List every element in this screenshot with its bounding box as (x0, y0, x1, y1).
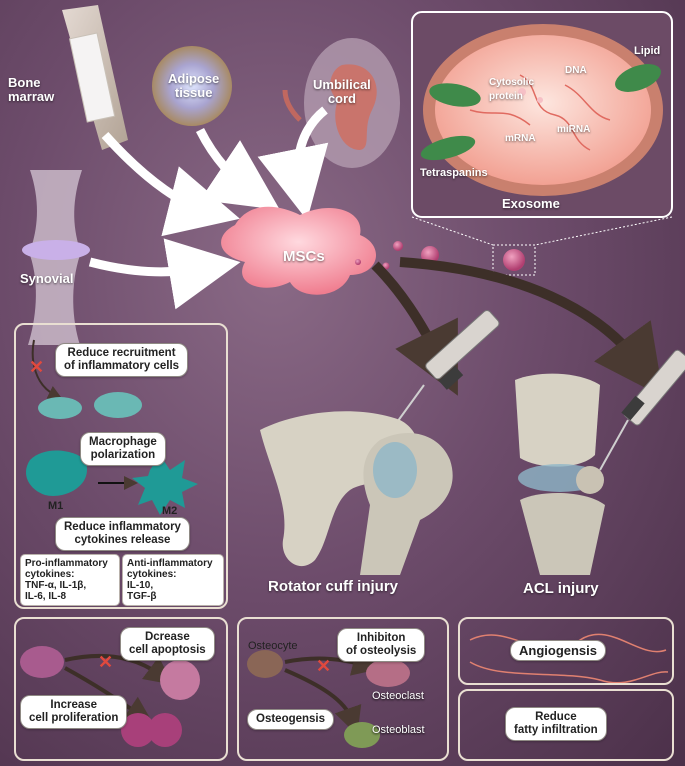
exosome-dot (393, 241, 403, 251)
shoulder-illustration (260, 411, 453, 575)
adipose-label: Adipose tissue (168, 71, 220, 100)
syringe-acl (599, 349, 685, 471)
dna-strand (519, 74, 591, 151)
decrease-apoptosis-pill: Dcrease cell apoptosis (120, 627, 215, 661)
exosome-dot (355, 259, 361, 265)
arrow-adipose-to-msc (195, 127, 280, 210)
block-x-icon: ✕ (29, 357, 44, 377)
cell-body (20, 646, 64, 678)
synovial-label: Synovial (20, 271, 74, 286)
osteogenesis-pill: Osteogensis (247, 709, 335, 730)
m2-macrophage (132, 455, 198, 515)
osteocyte-label: Osteocyte (248, 640, 298, 652)
bone-marrow-illustration (62, 5, 128, 150)
reduce-fatty-infiltration-pill: Reduce fatty infiltration (505, 707, 607, 741)
osteoblast-label: Osteoblast (372, 724, 425, 736)
osteoblast-cell (344, 722, 380, 748)
increase-proliferation-pill: Increase cell proliferation (20, 695, 128, 729)
cytosolic-protein-label: Cytosolic protein (489, 77, 535, 102)
osteoclast-cell (366, 659, 410, 687)
arrow-to-acl-injection (399, 257, 664, 398)
umbilical-label: Umbilical cord (313, 77, 371, 106)
tetraspanins-label: Tetraspanins (420, 167, 488, 179)
umbilical-cord-illustration (282, 38, 400, 168)
mscs-label: MSCs (283, 248, 325, 265)
mrna-label: mRNA (505, 133, 536, 144)
knee-illustration (515, 373, 605, 575)
m1-label: M1 (48, 500, 64, 512)
exosome-zoom-box (492, 244, 536, 276)
svg-text:✕: ✕ (98, 652, 113, 672)
adipose-tissue-illustration (152, 46, 232, 126)
bone-marrow-label: Bone marraw (8, 75, 55, 104)
osteoclast-label: Osteoclast (372, 690, 424, 702)
anti-inflammatory-box: Anti-inflammatory cytokines: IL-10, TGF-… (122, 554, 224, 606)
arrow-synovial-to-msc (88, 238, 241, 310)
cell-panel (14, 617, 228, 761)
msc-cell (221, 206, 377, 295)
inhibit-osteolysis-pill: Inhibiton of osteolysis (337, 628, 426, 662)
syringe-rotator (394, 309, 500, 426)
synovial-joint-illustration (22, 170, 90, 345)
arrow-bone-to-msc (101, 131, 240, 237)
reduce-recruitment-pill: Reduce recruitment of inflammatory cells (55, 343, 189, 377)
lipid-label: Lipid (634, 45, 661, 57)
bone-panel (237, 617, 449, 761)
angiogenesis-panel (458, 617, 674, 685)
macrophage-polarization-pill: Macrophage polarization (80, 432, 166, 466)
pro-inflammatory-box: Pro-inflammatory cytokines: TNF-α, IL-1β… (20, 554, 120, 606)
dna-label: DNA (565, 65, 587, 76)
angiogenesis-pill: Angiogensis (510, 640, 607, 661)
osteocyte-cell (247, 650, 283, 678)
tetraspanin-protein (420, 135, 476, 161)
mirna-label: miRNA (557, 124, 591, 135)
arrow-umbilical-to-msc (257, 106, 329, 221)
svg-text:✕: ✕ (316, 656, 331, 676)
acl-label: ACL injury (523, 580, 599, 597)
reduce-cytokines-pill: Reduce inflammatory cytokines release (55, 517, 190, 551)
exosome-title: Exosome (502, 196, 560, 211)
fatty-infiltration-panel (458, 689, 674, 761)
rotator-cuff-label: Rotator cuff injury (268, 578, 398, 595)
arrow-to-rotator-injection (371, 261, 458, 396)
lipid-protein (615, 64, 661, 92)
m1-macrophage (25, 450, 87, 496)
m2-label: M2 (162, 505, 178, 517)
inflammation-panel (14, 323, 228, 609)
mrna-strand (469, 109, 531, 126)
